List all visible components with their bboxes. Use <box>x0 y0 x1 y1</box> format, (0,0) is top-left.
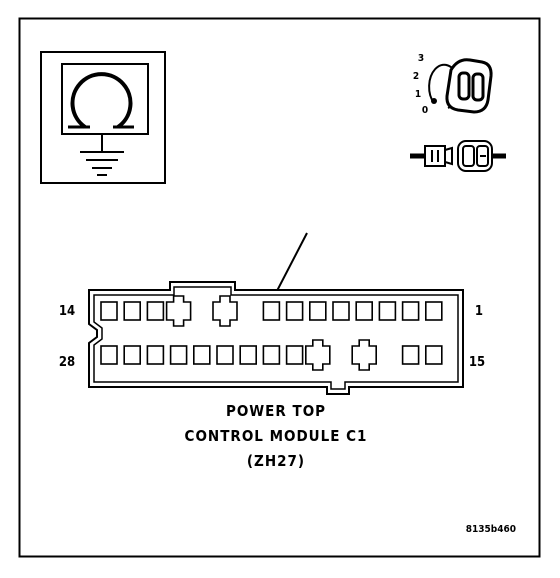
pin-cavity <box>262 301 281 321</box>
pin-label-1: 1 <box>475 304 483 319</box>
pin-cavity <box>285 345 304 365</box>
pin-label-14: 14 <box>59 304 75 319</box>
key-position-3: 3 <box>418 53 424 64</box>
pin-cavity <box>355 301 374 321</box>
pin-label-28: 28 <box>59 355 75 370</box>
connector-body <box>88 281 464 395</box>
pin-cavity <box>401 345 420 365</box>
ignition-key-icon: 3 2 1 0 <box>413 53 493 116</box>
pin-cavity <box>100 345 118 365</box>
connector-title-line-1: POWER TOP <box>226 402 326 420</box>
pin-cavity <box>123 345 141 365</box>
pin-cavity <box>401 301 420 321</box>
pin-cavity <box>378 301 397 321</box>
key-position-2: 2 <box>413 71 419 82</box>
key-position-0: 0 <box>422 105 428 116</box>
connector-title-line-3: (ZH27) <box>247 452 305 470</box>
pin-label-15: 15 <box>469 355 485 370</box>
pin-cavity <box>332 301 350 321</box>
disconnected-connector-icon <box>410 140 506 172</box>
pin-cavity <box>424 301 443 321</box>
figure-id: 8135b460 <box>466 524 516 535</box>
pin-cavity <box>262 345 281 365</box>
keyed-cavity <box>305 339 331 371</box>
pin-cavity <box>169 345 188 365</box>
connector-cavities <box>100 295 443 371</box>
pin-cavity <box>239 345 257 365</box>
keyed-cavity <box>212 295 238 327</box>
pin-cavity <box>285 301 304 321</box>
pin-cavity <box>308 301 327 321</box>
connector-title-line-2: CONTROL MODULE C1 <box>185 427 368 445</box>
pin-cavity <box>123 301 141 321</box>
keyed-cavity <box>351 339 377 371</box>
key-position-1: 1 <box>415 89 421 100</box>
keyed-cavity <box>165 295 192 327</box>
pin-cavity <box>146 345 165 365</box>
pin-cavity <box>424 345 443 365</box>
ohmmeter-ground-icon <box>40 51 166 184</box>
pin-cavity <box>100 301 118 321</box>
pin-cavity <box>146 301 165 321</box>
pin-cavity <box>193 345 211 365</box>
pin-cavity <box>216 345 234 365</box>
diagram-frame <box>18 17 541 558</box>
